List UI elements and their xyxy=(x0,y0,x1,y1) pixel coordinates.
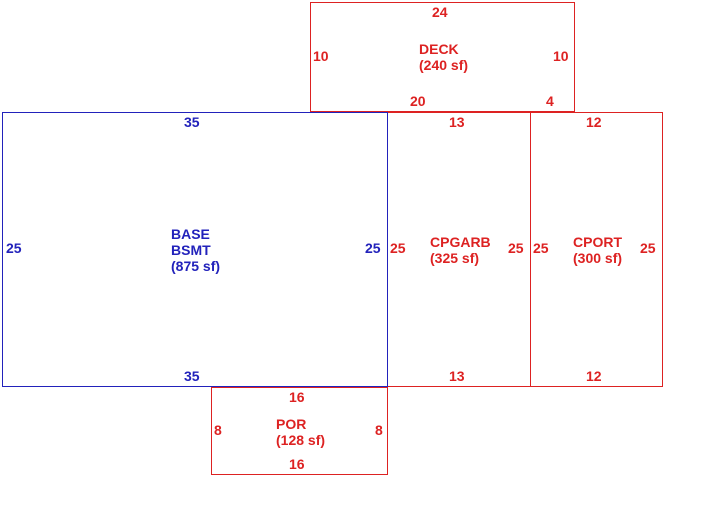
deck-right-dimension: 10 xyxy=(553,48,569,64)
base-left-dimension: 25 xyxy=(6,240,22,256)
deck-bottom-dimension-b: 4 xyxy=(546,93,554,109)
cport-right-dimension: 25 xyxy=(640,240,656,256)
base-bottom-dimension: 35 xyxy=(184,368,200,384)
cpgarb-name: CPGARB xyxy=(430,234,491,250)
por-left-dimension: 8 xyxy=(214,422,222,438)
deck-name: DECK xyxy=(419,41,459,57)
cpgarb-bottom-dimension: 13 xyxy=(449,368,465,384)
base-area: (875 sf) xyxy=(171,258,221,274)
cpgarb-area: (325 sf) xyxy=(430,250,480,266)
cport-top-dimension: 12 xyxy=(586,114,602,130)
base-top-dimension: 35 xyxy=(184,114,200,130)
cpgarb-name-block: CPGARB (325 sf) xyxy=(430,234,491,266)
base-name-block: BASE BSMT (875 sf) xyxy=(171,226,220,274)
base-outline xyxy=(2,112,388,387)
por-outline xyxy=(211,387,388,475)
cpgarb-left-dimension: 25 xyxy=(390,240,406,256)
deck-bottom-dimension-a: 20 xyxy=(410,93,426,109)
base-subname: BSMT xyxy=(171,242,211,258)
por-top-dimension: 16 xyxy=(289,389,305,405)
deck-outline xyxy=(310,2,575,112)
por-right-dimension: 8 xyxy=(375,422,383,438)
cpgarb-top-dimension: 13 xyxy=(449,114,465,130)
deck-name-block: DECK (240 sf) xyxy=(419,41,468,73)
cport-name-block: CPORT (300 sf) xyxy=(573,234,622,266)
cport-name: CPORT xyxy=(573,234,622,250)
por-name: POR xyxy=(276,416,307,432)
por-area: (128 sf) xyxy=(276,432,326,448)
deck-top-dimension: 24 xyxy=(432,4,448,20)
deck-area: (240 sf) xyxy=(419,57,469,73)
cpgarb-right-dimension: 25 xyxy=(508,240,524,256)
por-name-block: POR (128 sf) xyxy=(276,416,325,448)
deck-left-dimension: 10 xyxy=(313,48,329,64)
cport-area: (300 sf) xyxy=(573,250,623,266)
cport-outline xyxy=(530,112,663,387)
cport-bottom-dimension: 12 xyxy=(586,368,602,384)
por-bottom-dimension: 16 xyxy=(289,456,305,472)
base-name: BASE xyxy=(171,226,210,242)
base-right-dimension: 25 xyxy=(365,240,381,256)
cport-left-dimension: 25 xyxy=(533,240,549,256)
